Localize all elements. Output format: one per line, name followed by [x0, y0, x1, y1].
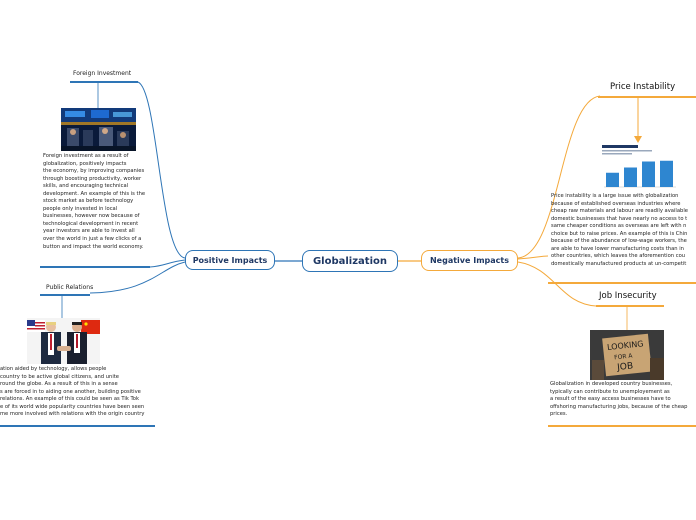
sign-text-3: JOB: [616, 361, 634, 373]
foreign-investment-text-line: skills, and encouraging technical: [43, 183, 129, 190]
foreign-investment-text-line: technological development in recent: [43, 220, 139, 227]
job-sign-image: LOOKING FOR A JOB: [590, 330, 664, 380]
public-relations-topic[interactable]: Public Relations: [46, 284, 93, 291]
foreign-investment-text-underline: [40, 266, 150, 268]
public-relations-text: ation aided by technology, allows people…: [0, 366, 155, 419]
mini-chart-bar: [606, 172, 619, 187]
foreign-investment-text-line: button and impact the world economy.: [43, 243, 144, 250]
foreign-investment-text-line: year investors are able to invest all: [43, 228, 135, 235]
job-insecurity-text-underline: [548, 425, 696, 427]
negative-impacts-node[interactable]: Negative Impacts: [421, 250, 518, 271]
public-relations-text-line: relations. An example of this could be s…: [0, 396, 139, 403]
job-insecurity-text: Globalization in developed country busin…: [550, 381, 696, 419]
link-negative-price-instability: [517, 95, 601, 259]
job-insecurity-text-line: prices.: [550, 411, 568, 418]
public-relations-text-line: round the globe. As a result of this in …: [0, 381, 118, 388]
public-relations-underline: [40, 294, 90, 296]
price-instability-text-line: choice but to raise prices. An example o…: [551, 230, 688, 237]
job-insecurity-underline: [596, 305, 664, 307]
central-label: Globalization: [312, 255, 388, 267]
central-node[interactable]: Globalization: [302, 250, 398, 272]
mini-chart-bar: [660, 160, 673, 187]
price-instability-text-line: Price instability is a large issue with …: [551, 193, 679, 199]
public-relations-text-line: ation aided by technology, allows people: [0, 366, 107, 372]
sign-text-1: LOOKING: [607, 339, 644, 352]
price-instability-text-line: because of the abundance of low-wage wor…: [551, 238, 687, 245]
public-relations-text-line: e of its world wide popularity countries…: [0, 403, 145, 410]
stock-market-image: [61, 108, 136, 151]
foreign-investment-text-line: people only invested in local: [43, 205, 118, 212]
job-insecurity-topic[interactable]: Job Insecurity: [599, 291, 657, 301]
job-insecurity-title: Job Insecurity: [599, 291, 657, 301]
foreign-investment-text-line: stock market as before technology: [43, 198, 134, 205]
price-instability-underline: [598, 96, 696, 98]
foreign-investment-text-line: Foreign investment as a result of: [43, 153, 129, 159]
foreign-investment-text-line: the economy, by improving companies: [43, 168, 145, 175]
foreign-investment-text-line: development. An example of this is the: [43, 190, 146, 197]
sign-text-2: FOR A: [614, 352, 634, 361]
price-instability-text-underline: [548, 282, 696, 284]
job-insecurity-text-line: typically can contribute to unemployemen…: [550, 388, 670, 395]
foreign-investment-text-line: globalization, positively impacts: [43, 160, 127, 167]
public-relations-title: Public Relations: [46, 284, 94, 291]
price-instability-text-line: domestically manufactured products at un…: [551, 260, 687, 267]
leaders-handshake-image: [27, 318, 100, 364]
foreign-investment-title: Foreign Investment: [73, 70, 132, 77]
price-chart-image: [600, 143, 678, 191]
foreign-investment-topic[interactable]: Foreign Investment: [73, 70, 131, 77]
foreign-investment-text-line: businesses, however now because of: [43, 213, 140, 220]
link-positive-public-relations: [89, 261, 186, 294]
negative-impacts-label: Negative Impacts: [429, 256, 509, 265]
job-insecurity-text-line: offshoring manufacturing jobs, because o…: [550, 403, 688, 410]
positive-impacts-node[interactable]: Positive Impacts: [185, 250, 275, 270]
mini-chart-bar: [624, 167, 637, 187]
price-instability-text-line: cheap raw materials and labour are readi…: [551, 208, 688, 215]
public-relations-text-underline: [0, 425, 155, 427]
foreign-investment-text-line: through boosting productivity, worker: [43, 175, 142, 182]
foreign-investment-underline: [70, 81, 138, 83]
link-positive-foreign-investment: [137, 81, 186, 259]
price-instability-title: Price Instability: [610, 82, 676, 92]
price-instability-text-line: domestic businesses that have nearly no …: [551, 215, 688, 222]
price-instability-text-line: are able to have lower manufacturing cos…: [551, 245, 684, 252]
public-relations-text-line: s are forced in to aiding one another, b…: [0, 388, 141, 395]
price-instability-topic[interactable]: Price Instability: [610, 82, 675, 92]
price-instability-text-line: same cheaper conditions as overseas are …: [551, 223, 687, 230]
public-relations-text-line: me more involved with relations with the…: [0, 411, 145, 418]
public-relations-text-line: country to be active global citizens, an…: [0, 373, 119, 380]
foreign-investment-text-line: over the world in just a few clicks of a: [43, 236, 142, 243]
link-negative-job-insecurity: [517, 261, 597, 307]
mini-chart-bar: [642, 161, 655, 187]
positive-impacts-label: Positive Impacts: [192, 255, 268, 265]
price-instability-text-line: because of established overseas industri…: [551, 200, 681, 207]
link-negative-price-text: [517, 255, 549, 260]
link-positive-foreign-text: [149, 259, 186, 268]
arrow-head: [634, 136, 642, 143]
price-instability-text: Price instability is a large issue with …: [551, 193, 696, 268]
price-instability-text-line: other countries, which leaves the aforem…: [551, 253, 686, 260]
job-insecurity-text-line: a result of the easy access businesses h…: [550, 396, 671, 403]
job-insecurity-text-line: Globalization in developed country busin…: [550, 381, 673, 387]
